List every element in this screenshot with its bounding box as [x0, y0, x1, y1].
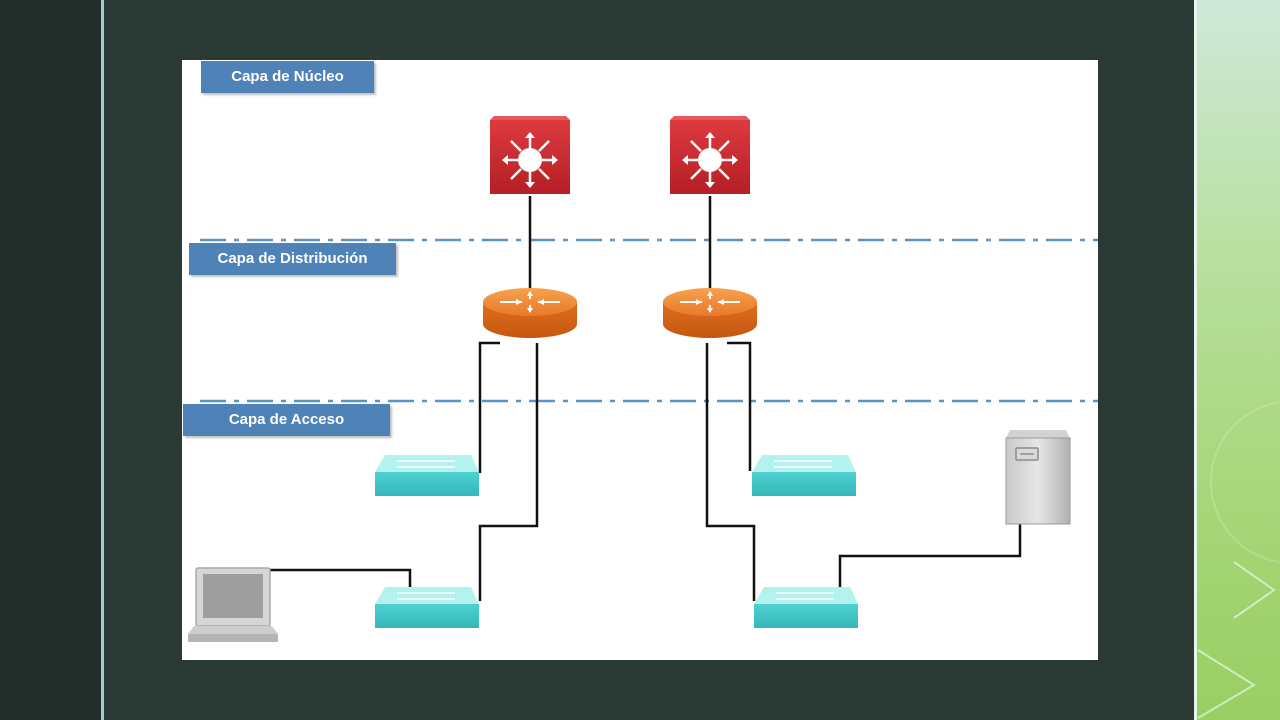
- switch-icon: [752, 455, 856, 496]
- router-icon: [663, 288, 757, 338]
- link-router1-switch2: [478, 343, 539, 601]
- hierarchical-network-diagram: [188, 116, 1098, 642]
- core-layer-label: Capa de Núcleo: [201, 61, 374, 93]
- laptop-icon: [188, 567, 278, 642]
- multilayer-switch-icon: [490, 116, 570, 194]
- server-icon: [1005, 430, 1071, 525]
- access-layer-label: Capa de Acceso: [183, 404, 390, 436]
- left-sidebar-strip: [0, 0, 102, 720]
- link-router1-switch1: [478, 341, 500, 473]
- right-divider-line: [1194, 0, 1197, 720]
- decorative-chevrons: [1197, 561, 1276, 719]
- network-diagram-slide: Capa de Núcleo Capa de Distribución Capa…: [182, 60, 1098, 660]
- network-links: [250, 196, 1022, 601]
- link-router2-switch3: [727, 341, 752, 471]
- link-laptop-switch2: [250, 568, 412, 588]
- switch-icon: [375, 455, 479, 496]
- router-icon: [483, 288, 577, 338]
- switch-icon: [754, 587, 858, 628]
- right-decorative-panel: [1194, 0, 1280, 720]
- multilayer-switch-icon: [670, 116, 750, 194]
- distribution-layer-label: Capa de Distribución: [189, 243, 396, 275]
- link-router2-switch4: [705, 343, 756, 601]
- link-server-switch4: [838, 522, 1022, 588]
- left-divider-line: [101, 0, 104, 720]
- switch-icon: [375, 587, 479, 628]
